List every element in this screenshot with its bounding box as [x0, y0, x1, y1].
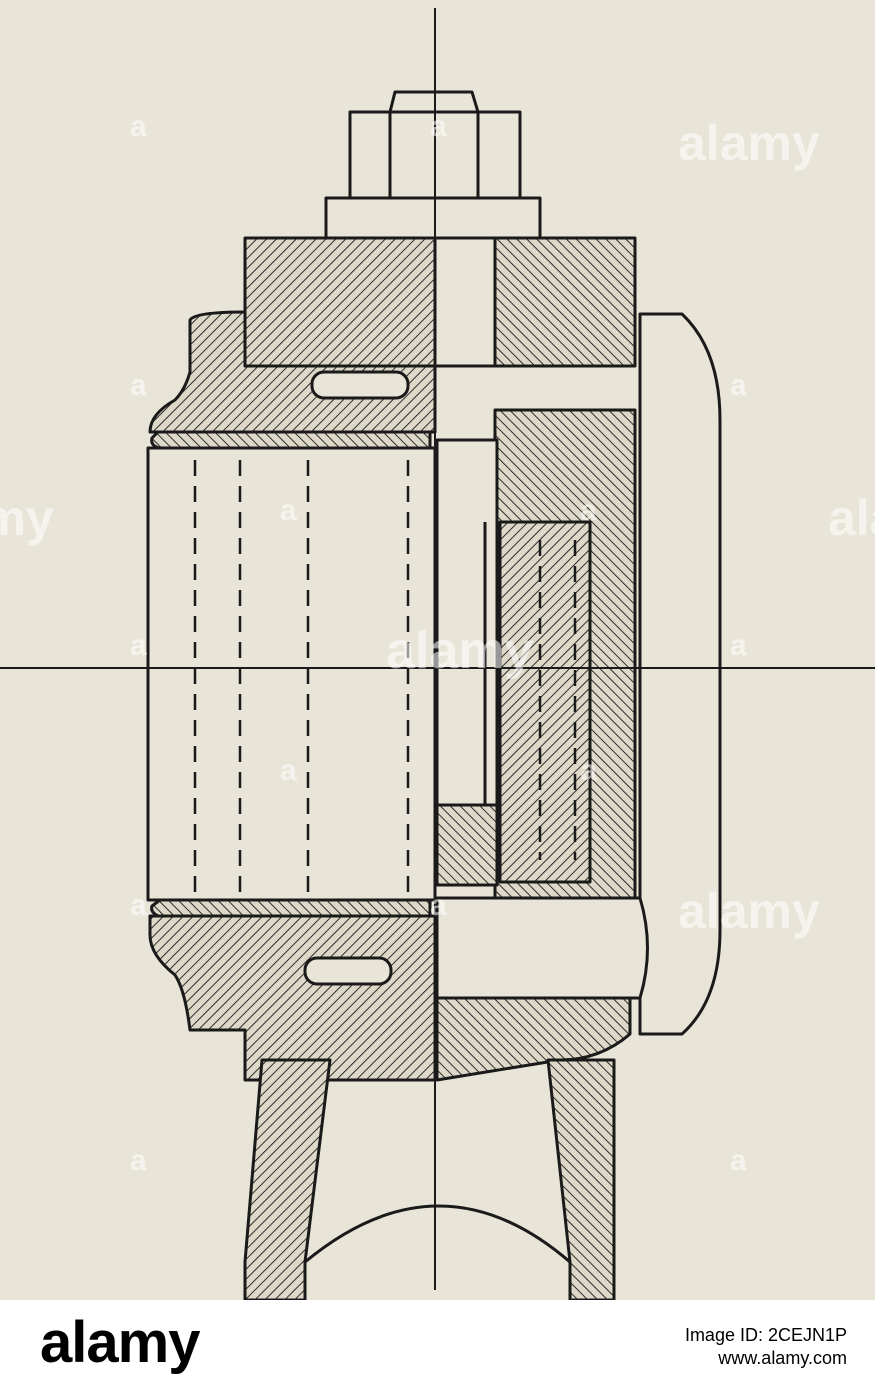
watermark-letter: a — [130, 369, 147, 402]
site-url: www.alamy.com — [718, 1347, 847, 1368]
watermark-letter: a — [580, 494, 597, 527]
lower-liner — [150, 898, 432, 918]
watermark-letter: a — [580, 754, 597, 787]
fork-left-leg — [243, 1058, 332, 1300]
watermark-letter: a — [730, 369, 747, 402]
watermark-right-bottom: alamy — [678, 883, 820, 939]
watermark-letter: a — [130, 1144, 147, 1177]
watermark-far-right: alamy — [828, 490, 875, 546]
washer — [324, 196, 542, 240]
watermark-letter: a — [280, 754, 297, 787]
watermark-letter: a — [430, 889, 447, 922]
watermark-left: alamy — [0, 490, 54, 546]
right-inner-web — [498, 520, 592, 884]
upper-oil-groove — [310, 370, 410, 400]
stock-info: Image ID: 2CEJN1P www.alamy.com — [685, 1324, 847, 1369]
watermark-letter: a — [130, 889, 147, 922]
bolt-slot — [433, 236, 497, 368]
upper-housing — [148, 310, 437, 434]
fork-arch — [304, 1204, 571, 1264]
watermarks: alamy alamy alamy alamy alamy a a a a a … — [0, 110, 875, 1177]
upper-liner — [150, 430, 432, 450]
watermark-letter: a — [430, 110, 447, 143]
watermark-letter: a — [730, 629, 747, 662]
lower-oil-groove — [303, 956, 393, 986]
watermark-letter: a — [130, 110, 147, 143]
watermark-center: alamy — [386, 622, 534, 680]
hidden-lines — [193, 460, 577, 895]
watermark-letter: a — [280, 494, 297, 527]
pin — [435, 896, 649, 1000]
lower-housing — [148, 914, 437, 1082]
sectional-drawing: alamy alamy alamy alamy alamy a a a a a … — [0, 8, 875, 1300]
cap-block-left — [243, 236, 437, 368]
lower-right-block — [435, 803, 499, 887]
centre-lines — [0, 8, 875, 1290]
fork-right-leg — [546, 1058, 616, 1300]
watermark-letter: a — [130, 629, 147, 662]
watermark-letter: a — [730, 1144, 747, 1177]
watermark-right-top: alamy — [678, 115, 820, 171]
brand-logo: alamy — [40, 1310, 200, 1375]
cover-plate — [638, 312, 722, 1036]
footer-bar: alamy Image ID: 2CEJN1P www.alamy.com — [0, 1300, 875, 1390]
drawing-plate: alamy alamy alamy alamy alamy a a a a a … — [0, 0, 875, 1300]
cap-block-right — [493, 236, 637, 368]
image-id: Image ID: 2CEJN1P — [684, 1325, 847, 1345]
